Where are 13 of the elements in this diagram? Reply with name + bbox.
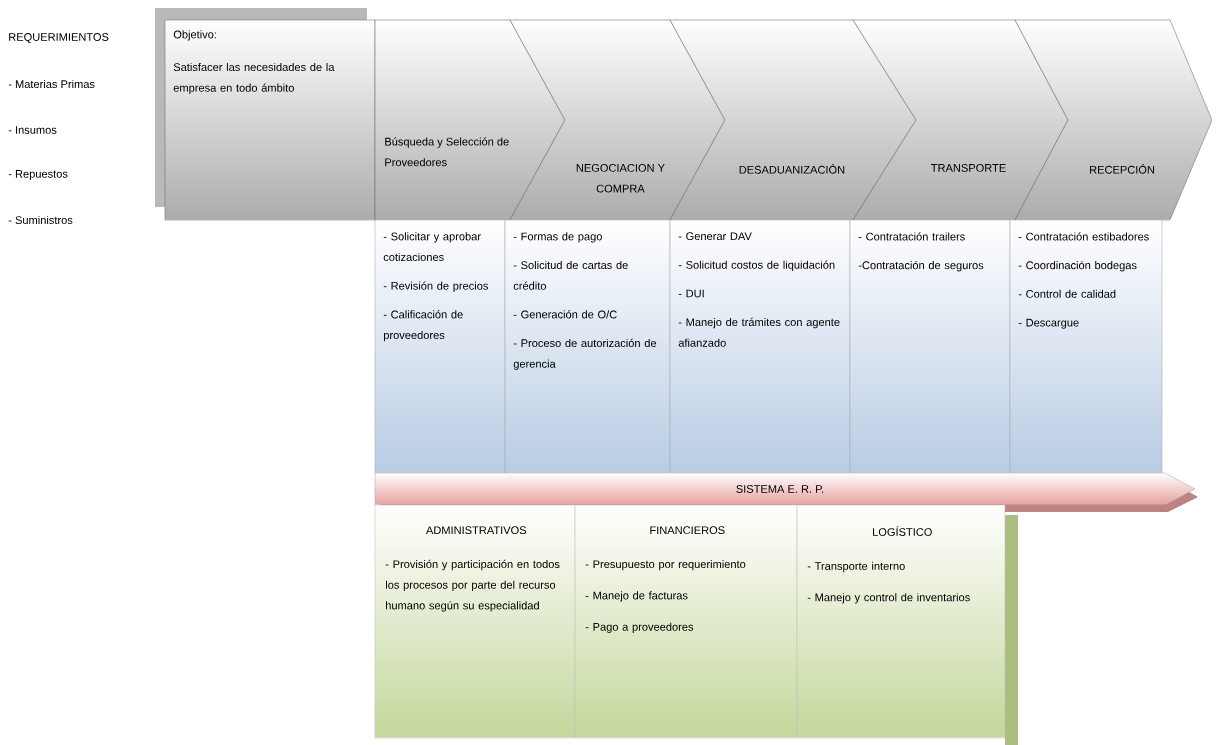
list-item: - Suministros [8,215,73,225]
list-item: - Materias Primas [8,79,95,89]
task-cell: - Formas de pago - Solicitud de cartas de crédito - Generación de O/C - Proceso de autorización de gerencia [504,219,671,474]
list-item: - Repuestos [8,170,68,180]
task-cell: - Solicitar y aprobar cotizaciones - Revisión de precios - Calificación de proveedores [374,219,506,474]
list-item: - Insumos [8,126,57,134]
task-cell: - Generar DAV - Solicitud costos de liquidación - DUI - Manejo de trámites con agente afianzado [669,219,851,474]
requirements-heading: REQUERIMIENTOS [9,33,109,43]
objective-box: Objetivo: Satisfacer las necesidades de la empresa en todo ámbito [155,8,376,221]
task-cell: - Contratación estibadores - Coordinación bodegas - Control de calidad - Descargue [1009,219,1163,474]
area-cell: ADMINISTRATIVOS - Provisión y participación en todos los procesos por parte del recurso humano según su especialidad [374,504,576,739]
task-cell: - Contratación trailers -Contratación de seguros [849,219,1011,474]
area-cell: LOGÍSTICO - Transporte interno - Manejo y control de inventarios [796,504,1018,745]
